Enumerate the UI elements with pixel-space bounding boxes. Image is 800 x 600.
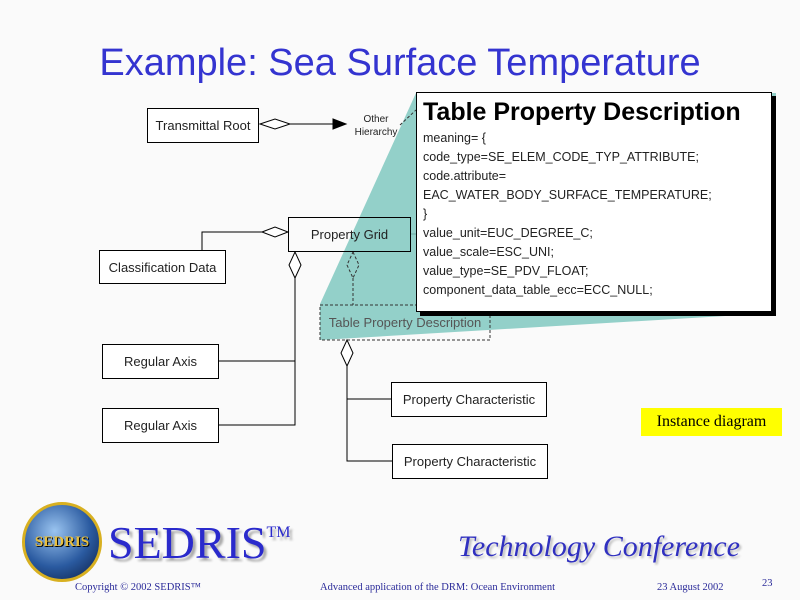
table-property-description-popup: Table Property Description meaning= { co…: [416, 92, 772, 312]
instance-diagram-label: Instance diagram: [641, 408, 782, 436]
sedris-brand: SEDRISTM: [108, 516, 290, 569]
aggregation-diamond: [258, 118, 292, 130]
aggregation-diamond: [260, 226, 290, 238]
popup-line: code.attribute=: [423, 169, 507, 183]
page-number: 23: [762, 578, 773, 589]
property-characteristic-box-1[interactable]: Property Characteristic: [391, 382, 547, 417]
property-characteristic-box-2[interactable]: Property Characteristic: [392, 444, 548, 479]
aggregation-diamond: [340, 338, 354, 368]
popup-line: code_type=SE_ELEM_CODE_TYP_ATTRIBUTE;: [423, 150, 699, 164]
popup-line: }: [423, 207, 428, 221]
popup-line: value_type=SE_PDV_FLOAT;: [423, 264, 589, 278]
popup-line: component_data_table_ecc=ECC_NULL;: [423, 283, 653, 297]
regular-axis-box-1[interactable]: Regular Axis: [102, 344, 219, 379]
brand-text: SEDRIS: [108, 517, 267, 568]
trademark: TM: [266, 524, 291, 541]
classification-data-box[interactable]: Classification Data: [99, 250, 226, 284]
popup-line: EAC_WATER_BODY_SURFACE_TEMPERATURE;: [423, 188, 712, 202]
arrow-head: [332, 118, 348, 130]
slide-title: Example: Sea Surface Temperature: [99, 42, 701, 84]
popup-title: Table Property Description: [423, 98, 741, 126]
property-grid-box[interactable]: Property Grid: [288, 217, 411, 252]
popup-line: value_unit=EUC_DEGREE_C;: [423, 226, 593, 240]
sedris-logo: SEDRIS: [22, 502, 102, 582]
table-property-description-box[interactable]: Table Property Description: [328, 315, 482, 330]
regular-axis-box-2[interactable]: Regular Axis: [102, 408, 219, 443]
conference-title: Technology Conference: [458, 530, 740, 563]
presentation-subtitle: Advanced application of the DRM: Ocean E…: [320, 582, 556, 593]
aggregation-diamond: [288, 250, 302, 280]
date: 23 August 2002: [657, 582, 724, 593]
copyright: Copyright © 2002 SEDRIS™: [75, 582, 201, 593]
hierarchy-label: Hierarchy: [354, 127, 398, 138]
transmittal-root-box[interactable]: Transmittal Root: [147, 108, 259, 143]
popup-line: meaning= {: [423, 131, 486, 145]
popup-line: value_scale=ESC_UNI;: [423, 245, 554, 259]
other-label: Other: [363, 114, 389, 125]
